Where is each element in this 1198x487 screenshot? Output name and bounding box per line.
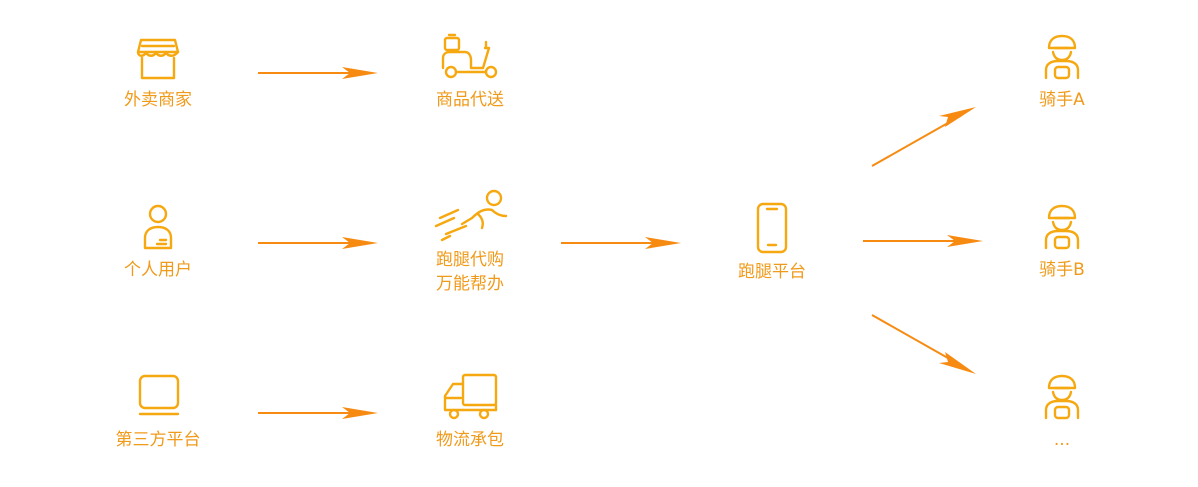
node-merchant: 外卖商家 <box>88 32 228 112</box>
arrow-errand-to-platform <box>561 237 681 249</box>
rider-more-label: ... <box>1053 430 1071 450</box>
third-party-label: 第三方平台 <box>115 430 201 450</box>
errand-label-line2: 万能帮办 <box>436 274 504 294</box>
monitor-icon <box>138 374 180 416</box>
arrow-platform-to-rider-more <box>871 314 976 374</box>
node-user: 个人用户 <box>88 202 228 282</box>
rider-a-label: 骑手A <box>1039 90 1085 110</box>
logistics-label: 物流承包 <box>436 430 504 450</box>
rider-icon <box>1044 204 1080 250</box>
node-platform: 跑腿平台 <box>702 202 842 284</box>
merchant-label: 外卖商家 <box>124 90 192 110</box>
arrow-merchant-to-delivery <box>258 67 378 79</box>
scooter-icon <box>441 33 498 79</box>
rider-icon <box>1044 34 1080 80</box>
platform-label: 跑腿平台 <box>738 262 806 282</box>
phone-icon <box>756 202 788 254</box>
person-icon <box>143 204 173 250</box>
node-errand: 跑腿代购 万能帮办 <box>400 188 540 296</box>
running-person-icon <box>434 189 508 242</box>
storefront-icon <box>136 38 180 80</box>
node-delivery: 商品代送 <box>400 32 540 112</box>
arrow-third-party-to-logistics <box>258 407 378 419</box>
errand-label-line1: 跑腿代购 <box>436 250 504 270</box>
node-rider-a: 骑手A <box>992 34 1132 112</box>
node-rider-more: ... <box>992 374 1132 452</box>
arrow-platform-to-rider-a <box>871 107 976 167</box>
user-label: 个人用户 <box>124 260 192 280</box>
arrow-user-to-errand <box>258 237 378 249</box>
rider-b-label: 骑手B <box>1039 260 1085 280</box>
delivery-label: 商品代送 <box>436 90 504 110</box>
truck-icon <box>443 373 498 420</box>
rider-icon <box>1044 374 1080 420</box>
arrow-platform-to-rider-b <box>863 235 983 247</box>
node-third-party: 第三方平台 <box>88 372 228 452</box>
node-rider-b: 骑手B <box>992 204 1132 282</box>
node-logistics: 物流承包 <box>400 372 540 452</box>
